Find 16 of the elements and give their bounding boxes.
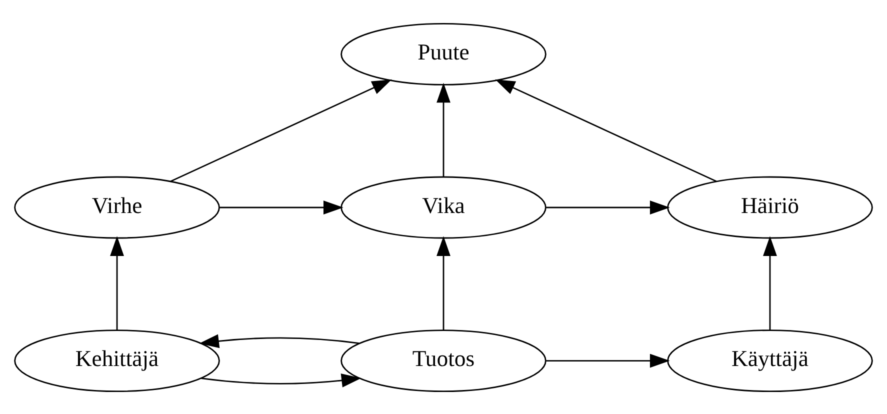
node-ellipse: Häiriö <box>667 176 873 238</box>
arrow <box>546 200 670 214</box>
node-ellipse: Käyttäjä <box>667 329 873 392</box>
arrow <box>201 373 362 387</box>
arrow <box>220 200 344 214</box>
node-ellipse: Puute <box>340 22 546 85</box>
arrow <box>436 236 450 330</box>
node-ellipse: Vika <box>340 176 546 238</box>
arrow <box>170 78 392 182</box>
arrow <box>436 82 450 176</box>
arrow <box>199 334 360 348</box>
node-ellipse: Virhe <box>14 176 220 238</box>
arrow <box>546 353 670 368</box>
arrow <box>763 236 777 330</box>
arrow <box>495 78 717 182</box>
arrow <box>110 236 124 330</box>
